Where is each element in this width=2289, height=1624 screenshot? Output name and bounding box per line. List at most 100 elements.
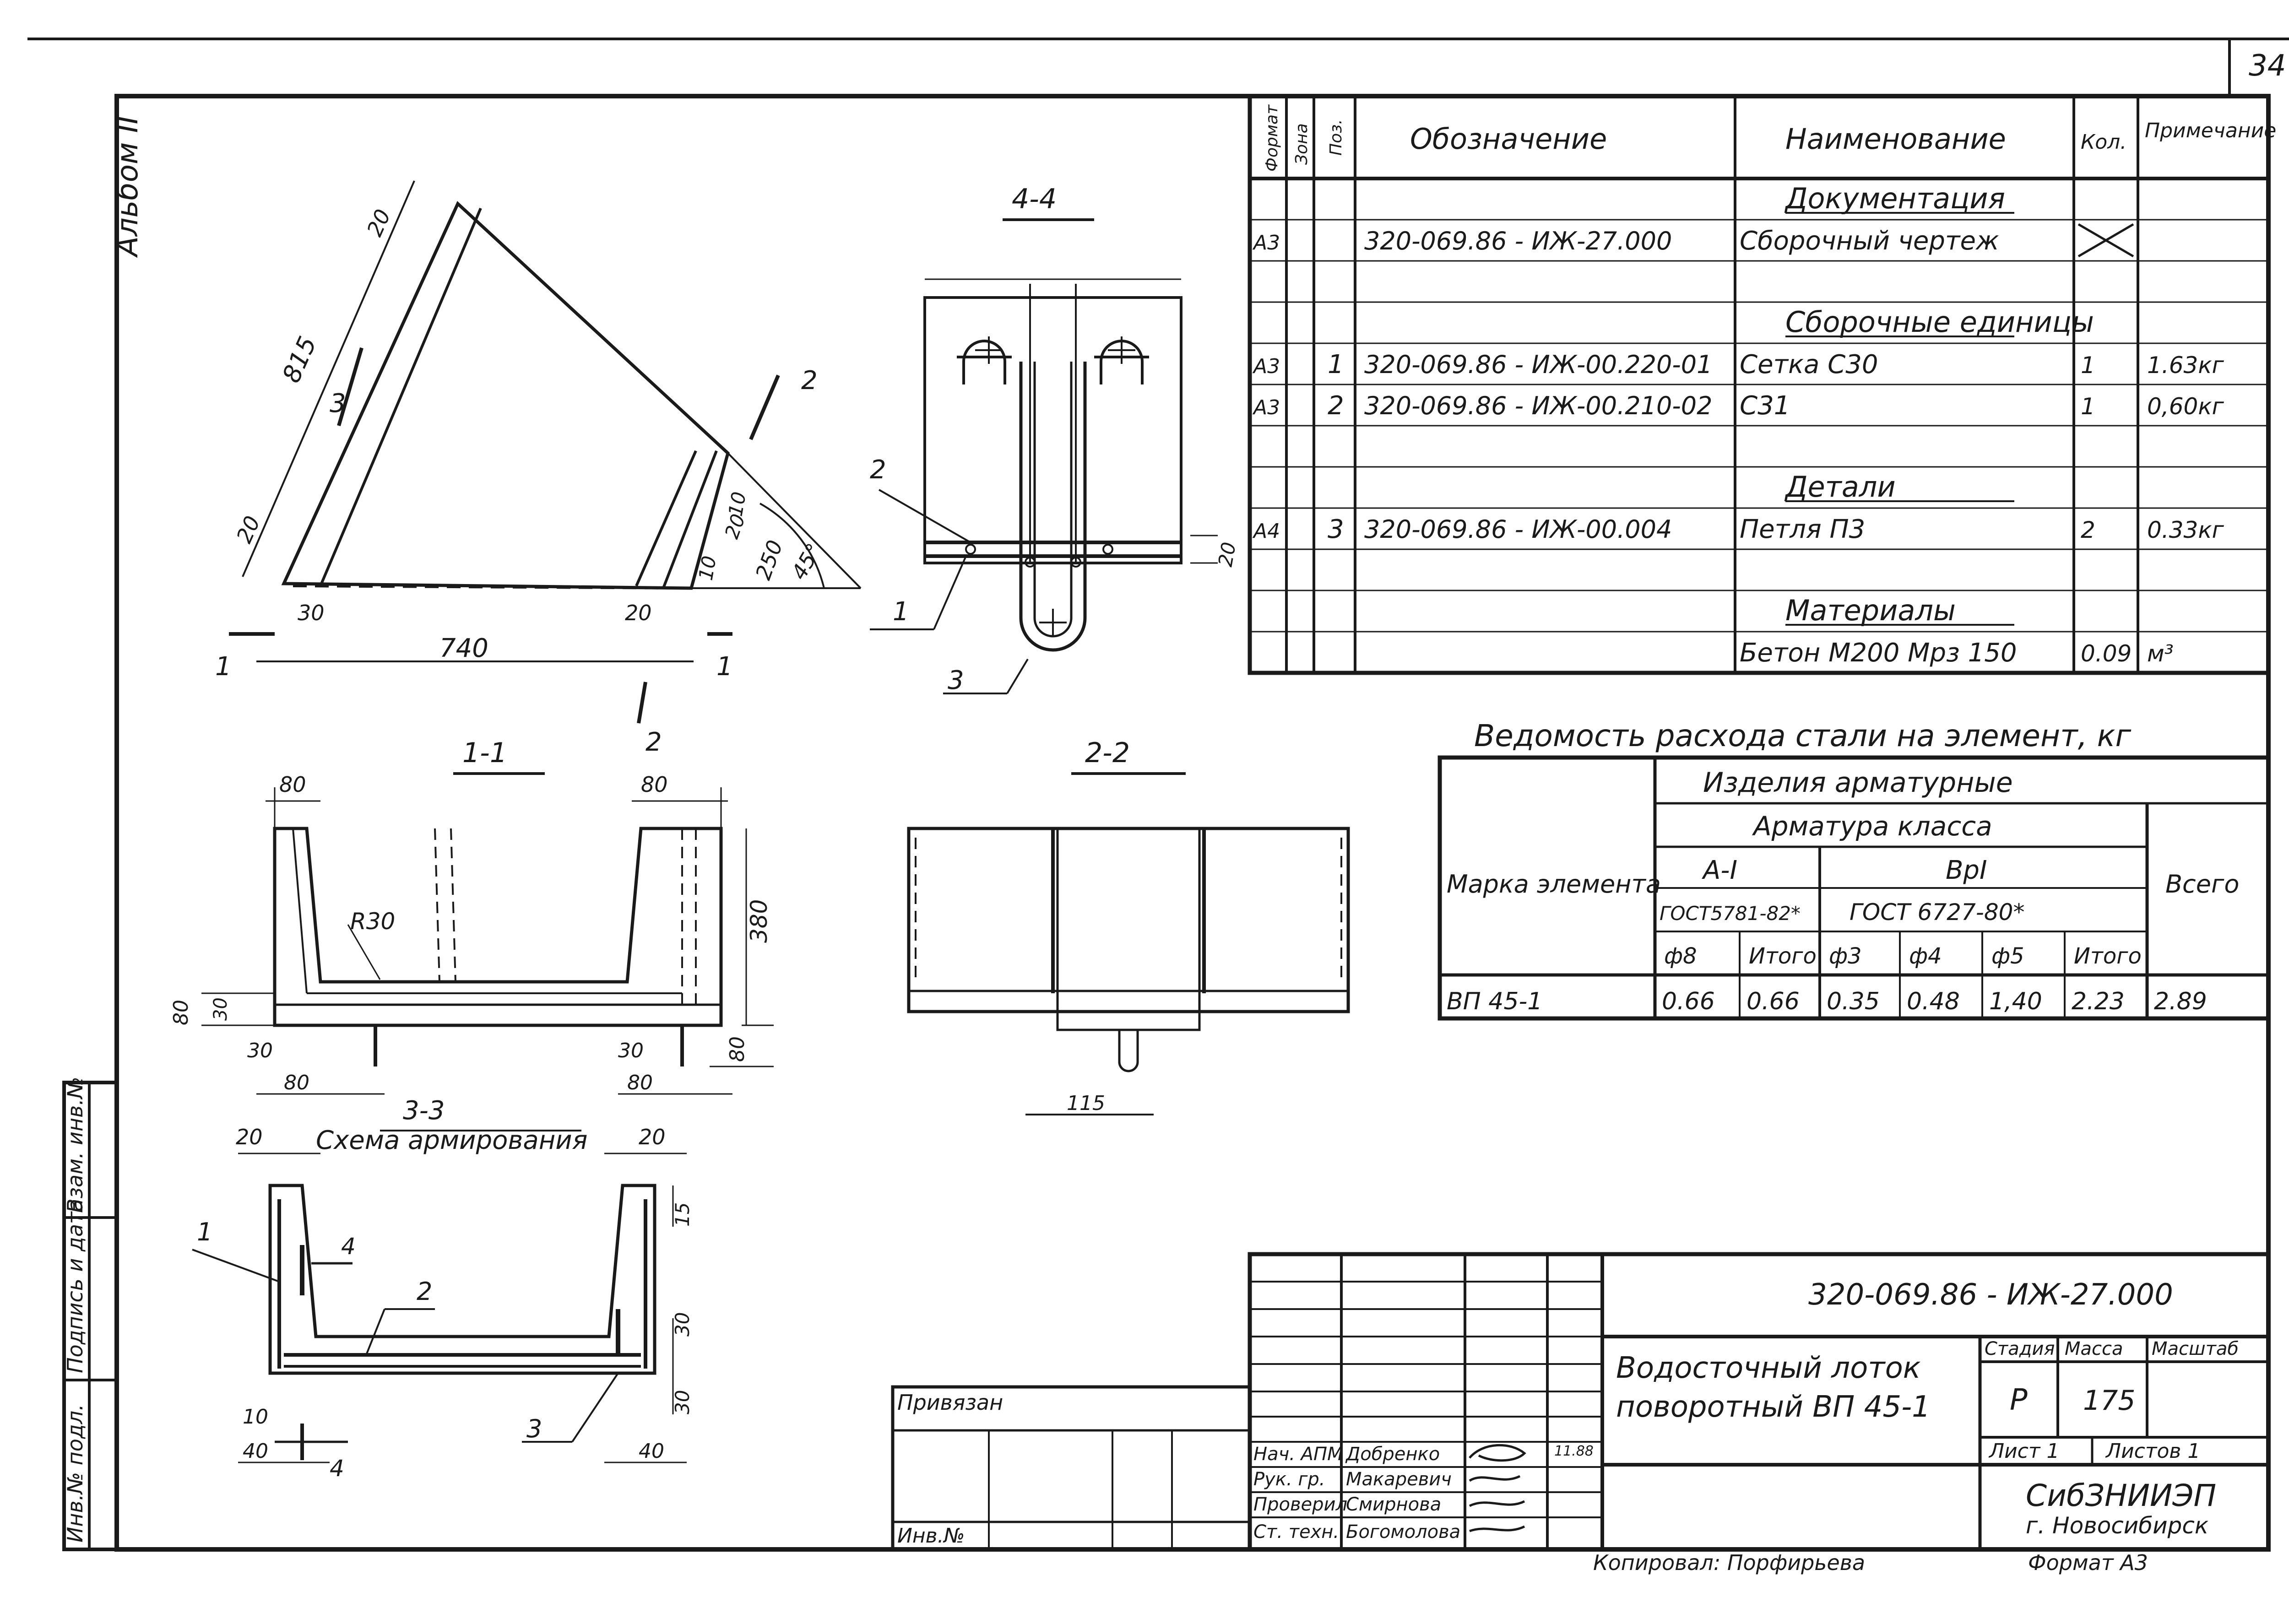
v33-pos-1: 1	[197, 1218, 212, 1246]
v33-dim-40a: 40	[243, 1440, 268, 1463]
v33-dim-40b: 40	[639, 1440, 664, 1463]
tb-inv-no: Инв.№	[897, 1524, 965, 1548]
v33-dim-30b: 30	[671, 1390, 694, 1414]
view-2-2-title: 2-2	[1085, 737, 1130, 769]
v11-dim-80c: 80	[169, 1000, 193, 1025]
tb-name-line2: поворотный ВП 45-1	[1616, 1390, 1931, 1424]
copied-label: Копировал: Порфирьева	[1593, 1550, 1865, 1575]
tb-mass-value: 175	[2083, 1385, 2136, 1417]
v33-pos-3: 3	[526, 1414, 542, 1443]
section-3-3: 3-3 Схема армирования 20 20 15 30 10 40 …	[192, 1096, 694, 1482]
vzam-inv-label: Взам. инв.№	[63, 1077, 87, 1213]
plan-mark-2a: 2	[801, 366, 818, 395]
v11-dim-80a: 80	[279, 772, 306, 797]
view-1-1-title: 1-1	[462, 737, 507, 769]
steel-a1-header: А-I	[1702, 855, 1737, 885]
spec-name-cell: Бетон М200 Мрз 150	[1740, 638, 2017, 668]
steel-row-value: 1,40	[1989, 988, 2042, 1015]
spec-header-name: Наименование	[1785, 122, 2006, 156]
tb-staff-name: Смирнова	[1346, 1494, 1441, 1515]
album-label: Альбом II	[111, 116, 145, 258]
spec-header-format: Формат	[1263, 104, 1281, 172]
tb-org1: СибЗНИИЭП	[2026, 1478, 2216, 1513]
spec-format-cell: А3	[1252, 355, 1280, 378]
tb-privyazan: Привязан	[897, 1390, 1003, 1415]
spec-qty-cell: 2	[2081, 517, 2095, 543]
spec-pos-cell: 1	[1328, 350, 1344, 379]
v11-dim-r30: R30	[350, 908, 395, 935]
steel-products-header: Изделия арматурные	[1703, 767, 2013, 799]
steel-gost-b: ГОСТ 6727-80*	[1850, 899, 2024, 926]
steel-subheader: ф3	[1829, 943, 1862, 969]
tb-scale-header: Масштаб	[2152, 1338, 2239, 1359]
v11-dim-30b: 30	[247, 1039, 273, 1062]
spec-name-cell: С31	[1740, 391, 1790, 421]
steel-bp1-header: ВрI	[1946, 855, 1987, 885]
plan-dim-815: 815	[277, 332, 322, 387]
side-stamp: Инв.№ подл. Подпись и дата Взам. инв.№	[62, 1077, 119, 1551]
plan-dim-250: 250	[751, 537, 788, 583]
v33-dim-20b: 20	[639, 1125, 666, 1149]
spec-name-cell: Петля П3	[1740, 514, 1865, 544]
v11-dim-80e: 80	[627, 1071, 653, 1094]
spec-designation-cell: 320-069.86 - ИЖ-27.000	[1364, 227, 1672, 255]
section-4-4: 4-4 2 1 3 20	[870, 183, 1240, 695]
spec-designation-cell: 320-069.86 - ИЖ-00.004	[1364, 515, 1672, 544]
spec-note-cell: 0.33кг	[2147, 517, 2224, 543]
spec-section-heading: Материалы	[1785, 594, 1956, 627]
title-block: 320-069.86 - ИЖ-27.000 Водосточный лоток…	[891, 1252, 2271, 1575]
spec-note-cell: 1.63кг	[2147, 352, 2224, 379]
plan-dim-740: 740	[439, 633, 488, 663]
steel-row-total: 2.89	[2154, 988, 2207, 1015]
plan-mark-1b: 1	[716, 652, 733, 682]
tb-org2: г. Новосибирск	[2026, 1512, 2208, 1539]
v44-dim-20: 20	[1214, 541, 1241, 568]
tb-staff-role: Проверил	[1253, 1494, 1347, 1515]
plan-dim-10a: 10	[694, 554, 721, 582]
tb-name-line1: Водосточный лоток	[1616, 1351, 1921, 1385]
spec-name-cell: Сетка С30	[1740, 350, 1878, 379]
spec-cross-line	[2077, 223, 2134, 258]
spec-name-cell: Сборочный чертеж	[1740, 226, 1999, 256]
v33-dim-30a: 30	[671, 1312, 694, 1337]
steel-row-value: 2.23	[2072, 988, 2125, 1015]
steel-subheader: Итого	[2074, 943, 2142, 969]
spec-note-cell: 0,60кг	[2147, 393, 2224, 420]
spec-header-designation: Обозначение	[1410, 122, 1607, 156]
spec-pos-cell: 3	[1328, 514, 1344, 544]
signatures	[1469, 1444, 1526, 1532]
v11-dim-80b: 80	[641, 772, 668, 797]
tb-staff-name: Добренко	[1345, 1444, 1440, 1465]
tb-staff-role: Нач. АПМ	[1253, 1444, 1343, 1465]
steel-subheader: ф4	[1909, 943, 1942, 969]
spec-format-cell: А3	[1252, 231, 1280, 254]
v11-dim-80d: 80	[284, 1071, 309, 1094]
tb-doc-code: 320-069.86 - ИЖ-27.000	[1808, 1278, 2173, 1312]
spec-section-heading: Документация	[1784, 182, 2005, 215]
view-4-4-title: 4-4	[1012, 183, 1057, 215]
steel-table-border	[1437, 755, 2271, 1021]
v33-mark-4b: 4	[330, 1455, 344, 1482]
v44-pos-3: 3	[948, 666, 964, 695]
podpis-data-label: Подпись и дата	[63, 1199, 87, 1373]
v11-dim-30c: 30	[618, 1039, 644, 1062]
inv-podl-label: Инв.№ подл.	[63, 1404, 87, 1543]
page-number: 34	[2249, 49, 2286, 83]
v11-dim-80f: 80	[726, 1036, 749, 1062]
spec-section-heading: Сборочные единицы	[1785, 305, 2094, 339]
plan-dim-20a: 20	[232, 512, 265, 547]
steel-row-value: 0.66	[1747, 988, 1800, 1015]
spec-section-heading: Детали	[1784, 470, 1896, 503]
plan-dim-30: 30	[298, 601, 325, 625]
plan-dim-20c: 20	[625, 601, 652, 625]
steel-row-value: 0.48	[1907, 988, 1960, 1015]
plan-mark-1a: 1	[215, 652, 232, 682]
tb-stage-value: Р	[2010, 1383, 2028, 1417]
spec-qty-cell: 1	[2081, 393, 2095, 420]
tb-sheets: Листов 1	[2105, 1440, 2200, 1463]
spec-qty-cell: 1	[2081, 352, 2095, 379]
plan-view: 815 20 20 30 740 20 10 10 250 45° 20 3 1…	[215, 180, 862, 757]
